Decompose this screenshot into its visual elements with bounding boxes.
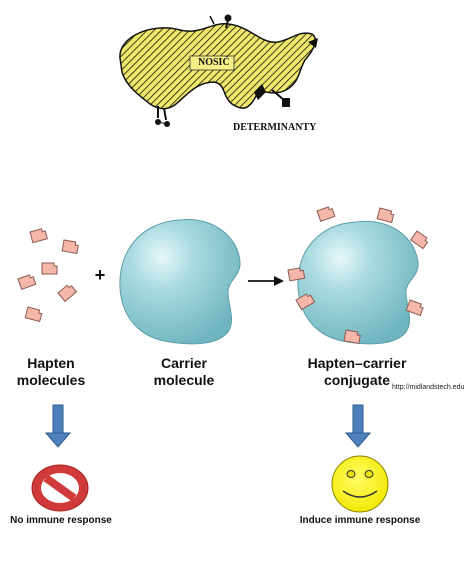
carrier-label-line1: Carrier: [161, 355, 207, 371]
determinants-label: DETERMINANTY: [233, 122, 317, 133]
hapten-icon: [41, 262, 58, 275]
conjugate-carrier-body: [297, 220, 419, 345]
hapten-molecules-group: [17, 227, 80, 323]
reaction-arrow-icon: [248, 276, 284, 286]
determinant-top: [209, 14, 232, 29]
conjugate-label: Hapten–carrier conjugate: [292, 355, 422, 389]
no-immune-response-label: No immune response: [10, 515, 112, 526]
conjugate-label-line1: Hapten–carrier: [307, 355, 407, 371]
hapten-icon: [24, 306, 43, 323]
hapten-icon: [57, 282, 78, 302]
hapten-icon: [17, 273, 37, 290]
determinant-right: [308, 38, 318, 48]
carrier-molecule-icon: [119, 219, 241, 345]
hapten-label-line1: Hapten: [27, 355, 75, 371]
hapten-icon: [61, 239, 80, 254]
plus-sign: +: [94, 265, 106, 285]
carrier-label-box: [189, 55, 235, 71]
down-arrow-icon: [344, 404, 372, 448]
down-arrow-icon: [44, 404, 72, 448]
carrier-molecule-label: Carrier molecule: [144, 355, 224, 389]
no-entry-icon: [31, 464, 89, 512]
carrier-label: NOSIČ: [198, 57, 230, 68]
carrier-label-line2: molecule: [153, 372, 215, 388]
induce-immune-response-label: Induce immune response: [299, 515, 421, 526]
carrier-with-determinants: [119, 14, 318, 127]
source-url: http://midlandstech.edu: [392, 384, 465, 391]
hapten-molecules-label: Hapten molecules: [12, 355, 90, 389]
smiley-face-icon: [331, 455, 389, 513]
hapten-label-line2: molecules: [16, 372, 86, 388]
hapten-icon: [376, 207, 395, 224]
hapten-icon: [410, 230, 430, 250]
conjugate-label-line2: conjugate: [323, 372, 391, 388]
hapten-carrier-conjugate: [287, 205, 430, 345]
hapten-icon: [29, 227, 48, 244]
hapten-icon: [343, 329, 362, 344]
hapten-icon: [316, 205, 336, 222]
determinant-bottom-right: [254, 84, 290, 107]
determinant-bottom-left: [155, 106, 170, 127]
